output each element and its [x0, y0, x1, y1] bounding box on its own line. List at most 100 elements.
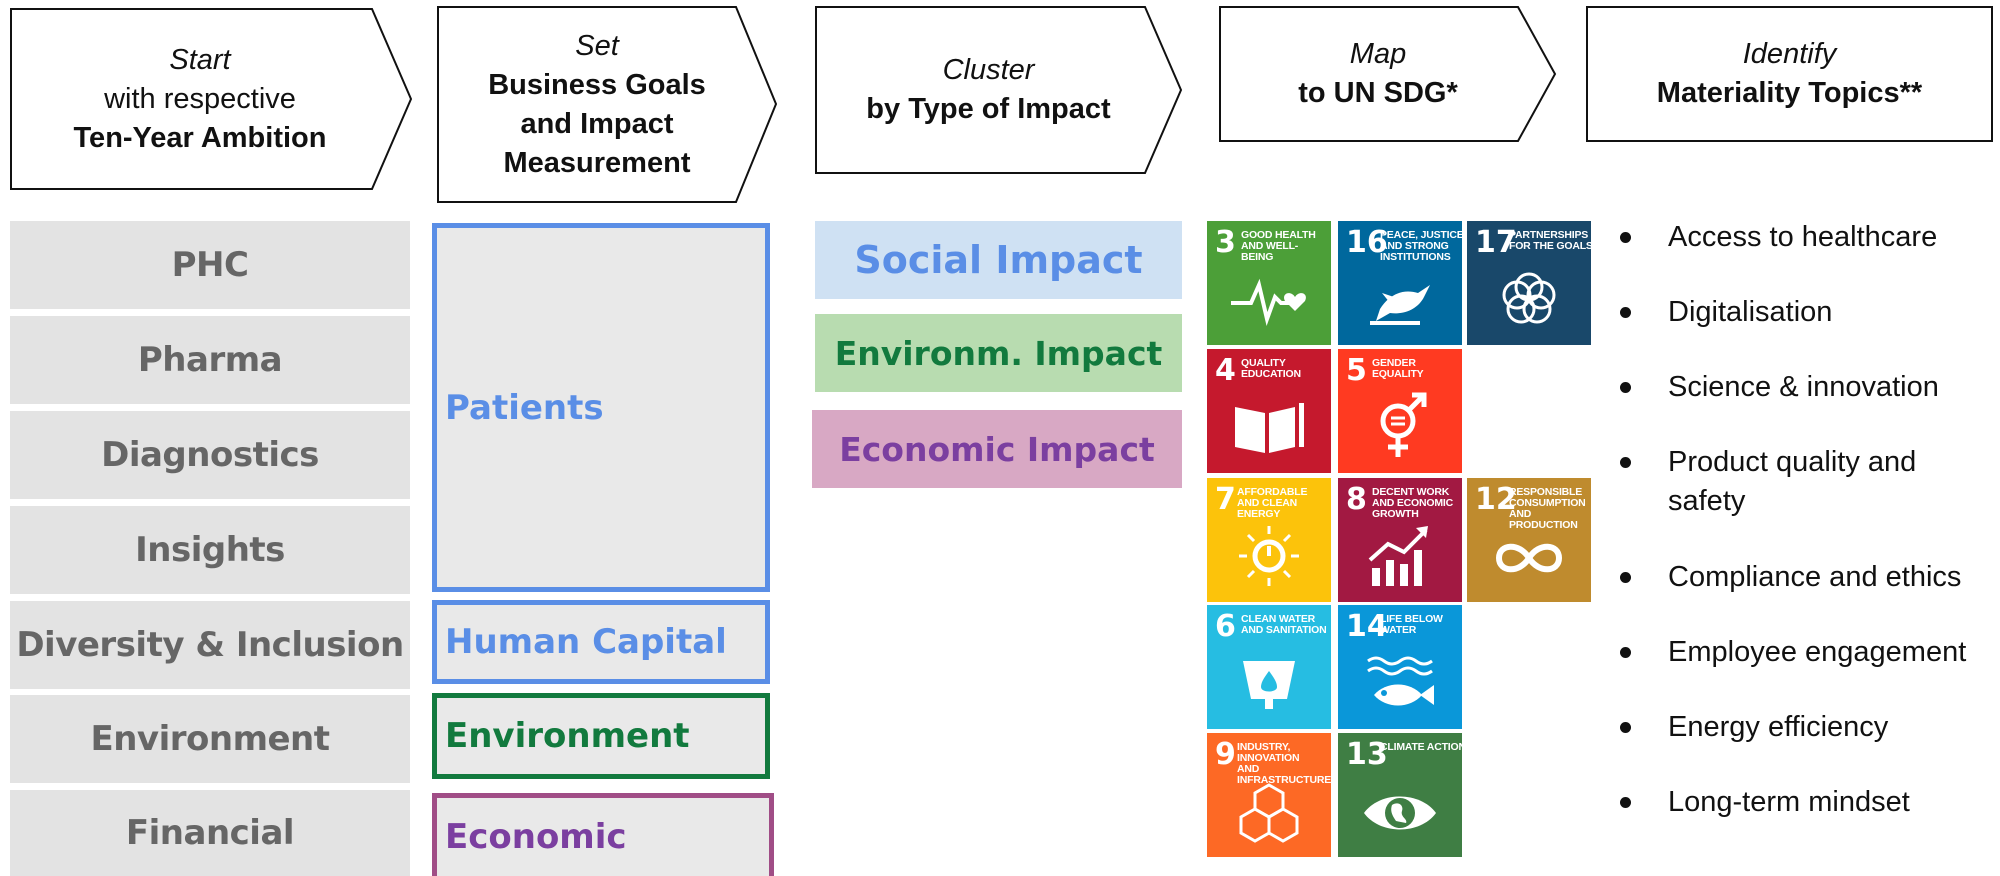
sdg-3-label: Good Health and Well-Being [1241, 229, 1316, 263]
sdg-5-label: Gender Equality [1372, 357, 1424, 380]
step-identify-verb: Identify [1742, 38, 1837, 70]
sdg-13-tile: 13 Climate Action [1338, 733, 1462, 857]
sdg-3-number: 3 [1215, 225, 1236, 260]
water-drop-icon [1243, 661, 1295, 709]
step-start-line2: with respective [104, 82, 296, 115]
topic-text: Energy efficiency [1668, 711, 1889, 743]
step-start: Start with respective Ten-Year Ambition [10, 8, 413, 190]
step-cluster-verb: Cluster [942, 54, 1035, 86]
ambition-insights: Insights [10, 506, 410, 594]
ambition-phc: PHC [10, 221, 410, 309]
step-cluster-text: Cluster by Type of Impact [815, 6, 1162, 174]
sdg-4-number: 4 [1215, 353, 1236, 388]
book-icon [1235, 403, 1304, 453]
sdg-4-label: Quality Education [1241, 357, 1301, 380]
step-identify: Identify Materiality Topics** [1586, 6, 1993, 142]
step-start-title: Ten-Year Ambition [73, 121, 327, 154]
impact-economic: Economic Impact [812, 410, 1182, 488]
step-start-text: Start with respective Ten-Year Ambition [10, 8, 390, 190]
step-set: Set Business Goals and Impact Measuremen… [437, 6, 778, 203]
goal-environment: Environment [432, 693, 770, 779]
sdg-9-number: 9 [1215, 737, 1236, 772]
chevron-shape [437, 6, 778, 203]
step-map-title: to UN SDG* [1298, 77, 1458, 109]
step-identify-text: Identify Materiality Topics** [1586, 6, 1993, 142]
impact-environmental: Environm. Impact [815, 314, 1182, 392]
sdg-7-tile: 7 Affordable and Clean Energy [1207, 478, 1331, 602]
goal-human-capital: Human Capital [432, 600, 770, 684]
sdg-16-label: Peace, Justice and Strong Institutions [1380, 229, 1462, 263]
cubes-icon [1239, 783, 1299, 843]
growth-chart-icon [1368, 526, 1428, 586]
sdg-5-number: 5 [1346, 353, 1367, 388]
bullet-icon [1620, 457, 1631, 468]
topic-text: Product quality and safety [1668, 446, 1917, 517]
step-set-title-3: Measurement [503, 146, 691, 179]
step-set-title-2: and Impact [520, 107, 674, 140]
sdg-14-tile: 14 Life Below Water [1338, 605, 1462, 729]
bullet-icon [1620, 307, 1631, 318]
sdg-14-number: 14 [1346, 609, 1388, 644]
fish-icon [1367, 656, 1434, 706]
infinity-icon [1495, 543, 1563, 573]
sdg-17-number: 17 [1475, 225, 1517, 260]
sdg-16-number: 16 [1346, 225, 1388, 260]
sdg-12-tile: 12 Responsible Consumption and Productio… [1467, 478, 1591, 602]
bullet-icon [1620, 572, 1631, 583]
gender-icon [1380, 392, 1427, 457]
sdg-7-number: 7 [1215, 482, 1236, 517]
topic-text: Employee engagement [1668, 636, 1967, 668]
step-map: Map to UN SDG* [1219, 6, 1557, 142]
sdg-8-number: 8 [1346, 482, 1367, 517]
topic-text: Science & innovation [1668, 371, 1939, 403]
sun-power-icon [1239, 526, 1299, 586]
goal-patients-label: Patients [445, 387, 604, 428]
sdg-9-tile: 9 Industry, Innovation and Infrastructur… [1207, 733, 1331, 857]
chevron-shape [10, 8, 413, 190]
ambition-pharma: Pharma [10, 316, 410, 404]
sdg-16-tile: 16 Peace, Justice and Strong Institution… [1338, 221, 1462, 345]
step-set-text: Set Business Goals and Impact Measuremen… [437, 6, 757, 203]
bullet-icon [1620, 382, 1631, 393]
topic-text: Compliance and ethics [1668, 561, 1962, 593]
bullet-icon [1620, 797, 1631, 808]
bullet-icon [1620, 722, 1631, 733]
partnership-rings-icon [1502, 272, 1556, 324]
step-start-verb: Start [169, 43, 231, 76]
goal-economic-label: Economic [445, 817, 627, 857]
bullet-icon [1620, 647, 1631, 658]
sdg-7-label: Affordable and Clean Energy [1237, 486, 1308, 520]
topic-text: Long-term mindset [1668, 786, 1910, 818]
sdg-9-label: Industry, Innovation and Infrastructure [1237, 741, 1331, 786]
step-map-text: Map to UN SDG* [1219, 6, 1537, 142]
goal-economic: Economic [432, 793, 774, 876]
sdg-6-tile: 6 Clean Water and Sanitation [1207, 605, 1331, 729]
ambition-diversity-inclusion: Diversity & Inclusion [10, 601, 410, 689]
sdg-12-number: 12 [1475, 482, 1517, 517]
sdg-12-label: Responsible Consumption and Production [1509, 486, 1586, 531]
step-cluster-title: by Type of Impact [866, 93, 1111, 125]
ambition-environment: Environment [10, 695, 410, 783]
chevron-shape [815, 6, 1183, 174]
step-map-verb: Map [1349, 38, 1407, 70]
bullet-icon [1620, 232, 1631, 243]
impact-social: Social Impact [815, 221, 1182, 299]
sdg-4-tile: 4 Quality Education [1207, 349, 1331, 473]
ambition-financial: Financial [10, 790, 410, 876]
box-shape [1586, 6, 1993, 142]
sdg-6-label: Clean Water and Sanitation [1241, 613, 1327, 636]
sdg-3-tile: 3 Good Health and Well-Being [1207, 221, 1331, 345]
step-set-verb: Set [575, 29, 619, 62]
step-set-title-1: Business Goals [488, 68, 706, 101]
sdg-13-label: Climate Action [1380, 741, 1462, 753]
chevron-shape [1219, 6, 1557, 142]
goal-human-capital-label: Human Capital [445, 622, 727, 662]
topic-text: Access to healthcare [1668, 221, 1938, 253]
sdg-13-number: 13 [1346, 737, 1388, 772]
sdg-8-tile: 8 Decent Work and Economic Growth [1338, 478, 1462, 602]
sdg-17-label: Partnerships for the Goals [1509, 229, 1591, 252]
sdg-8-label: Decent Work and Economic Growth [1372, 486, 1454, 520]
step-cluster: Cluster by Type of Impact [815, 6, 1183, 174]
heartbeat-icon [1231, 278, 1306, 326]
sdg-14-label: Life Below Water [1380, 613, 1443, 636]
